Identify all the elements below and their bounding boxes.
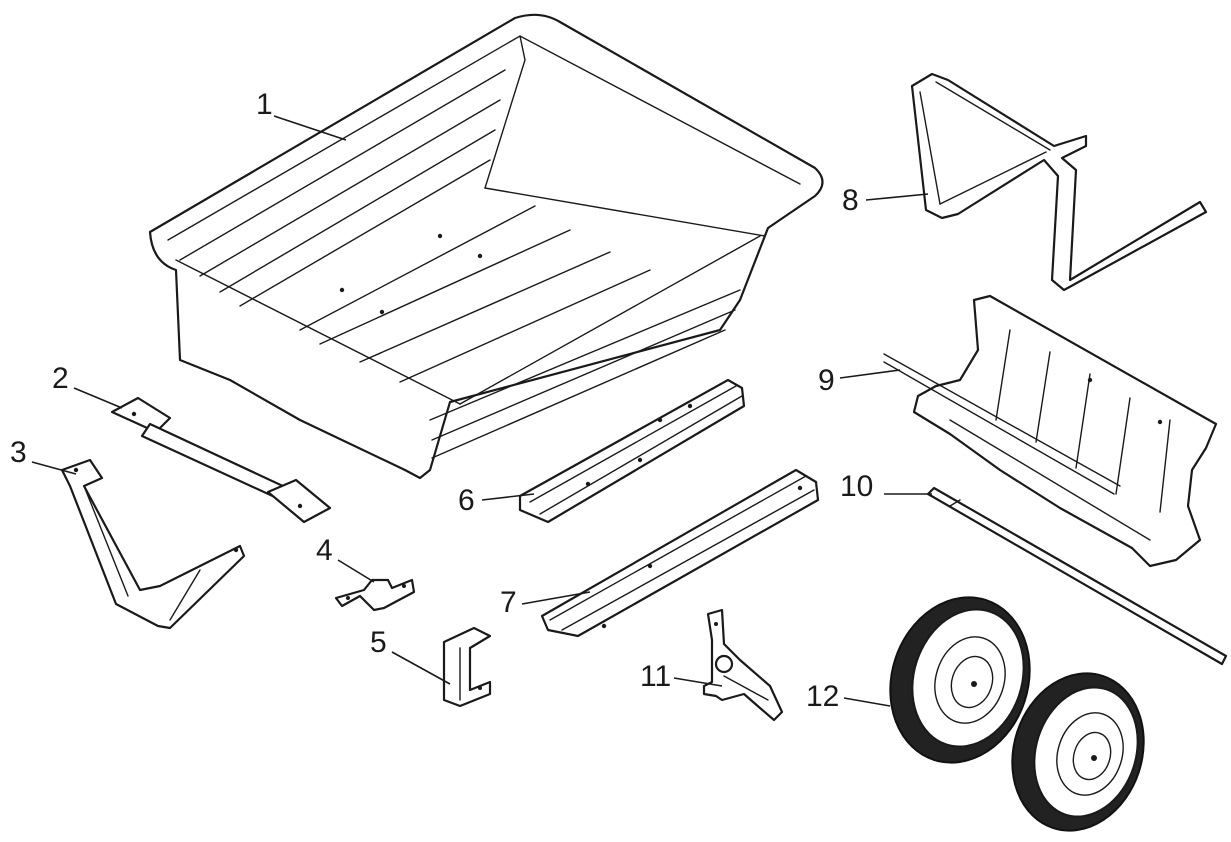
leader-9 [839, 369, 901, 379]
part-6-short-rail [518, 378, 746, 524]
part-1-tub [148, 13, 824, 480]
callout-12: 12 [806, 680, 839, 713]
callout-4: 4 [316, 534, 333, 567]
part-8-tow-handle [910, 72, 1208, 292]
leader-lines [31, 115, 932, 707]
callout-9: 9 [818, 364, 835, 397]
callout-6: 6 [458, 484, 475, 517]
part-11-hitch-latch [702, 608, 784, 722]
callout-1: 1 [256, 88, 273, 121]
leader-8 [865, 193, 929, 201]
part-2-hinge-bar [110, 396, 332, 524]
part-5-u-bracket [442, 626, 492, 708]
callout-10: 10 [840, 470, 873, 503]
leader-2 [73, 387, 123, 409]
leader-4 [337, 559, 375, 583]
leader-3 [31, 461, 77, 475]
leader-5 [391, 651, 451, 685]
part-12-wheels [889, 596, 1145, 832]
leader-11 [673, 677, 723, 687]
leader-6 [481, 493, 535, 501]
callout-11: 11 [640, 660, 671, 693]
callout-2: 2 [52, 362, 69, 395]
callout-7: 7 [500, 586, 517, 619]
part-9-chassis-frame [883, 294, 1218, 568]
callout-3: 3 [10, 436, 27, 469]
part-3-support-bracket [60, 458, 246, 630]
leader-7 [521, 591, 591, 605]
callout-5: 5 [370, 626, 387, 659]
leader-1 [273, 115, 347, 141]
wheel-back [889, 596, 1031, 764]
part-10-axle [926, 486, 1228, 666]
leader-12 [843, 697, 891, 707]
wheel-front [1011, 672, 1145, 832]
part-4-clip-bracket [334, 578, 416, 612]
part-7-long-rail [540, 468, 820, 638]
callouts: 1 2 3 4 5 6 7 8 9 10 11 12 [10, 88, 873, 713]
callout-8: 8 [842, 184, 859, 217]
